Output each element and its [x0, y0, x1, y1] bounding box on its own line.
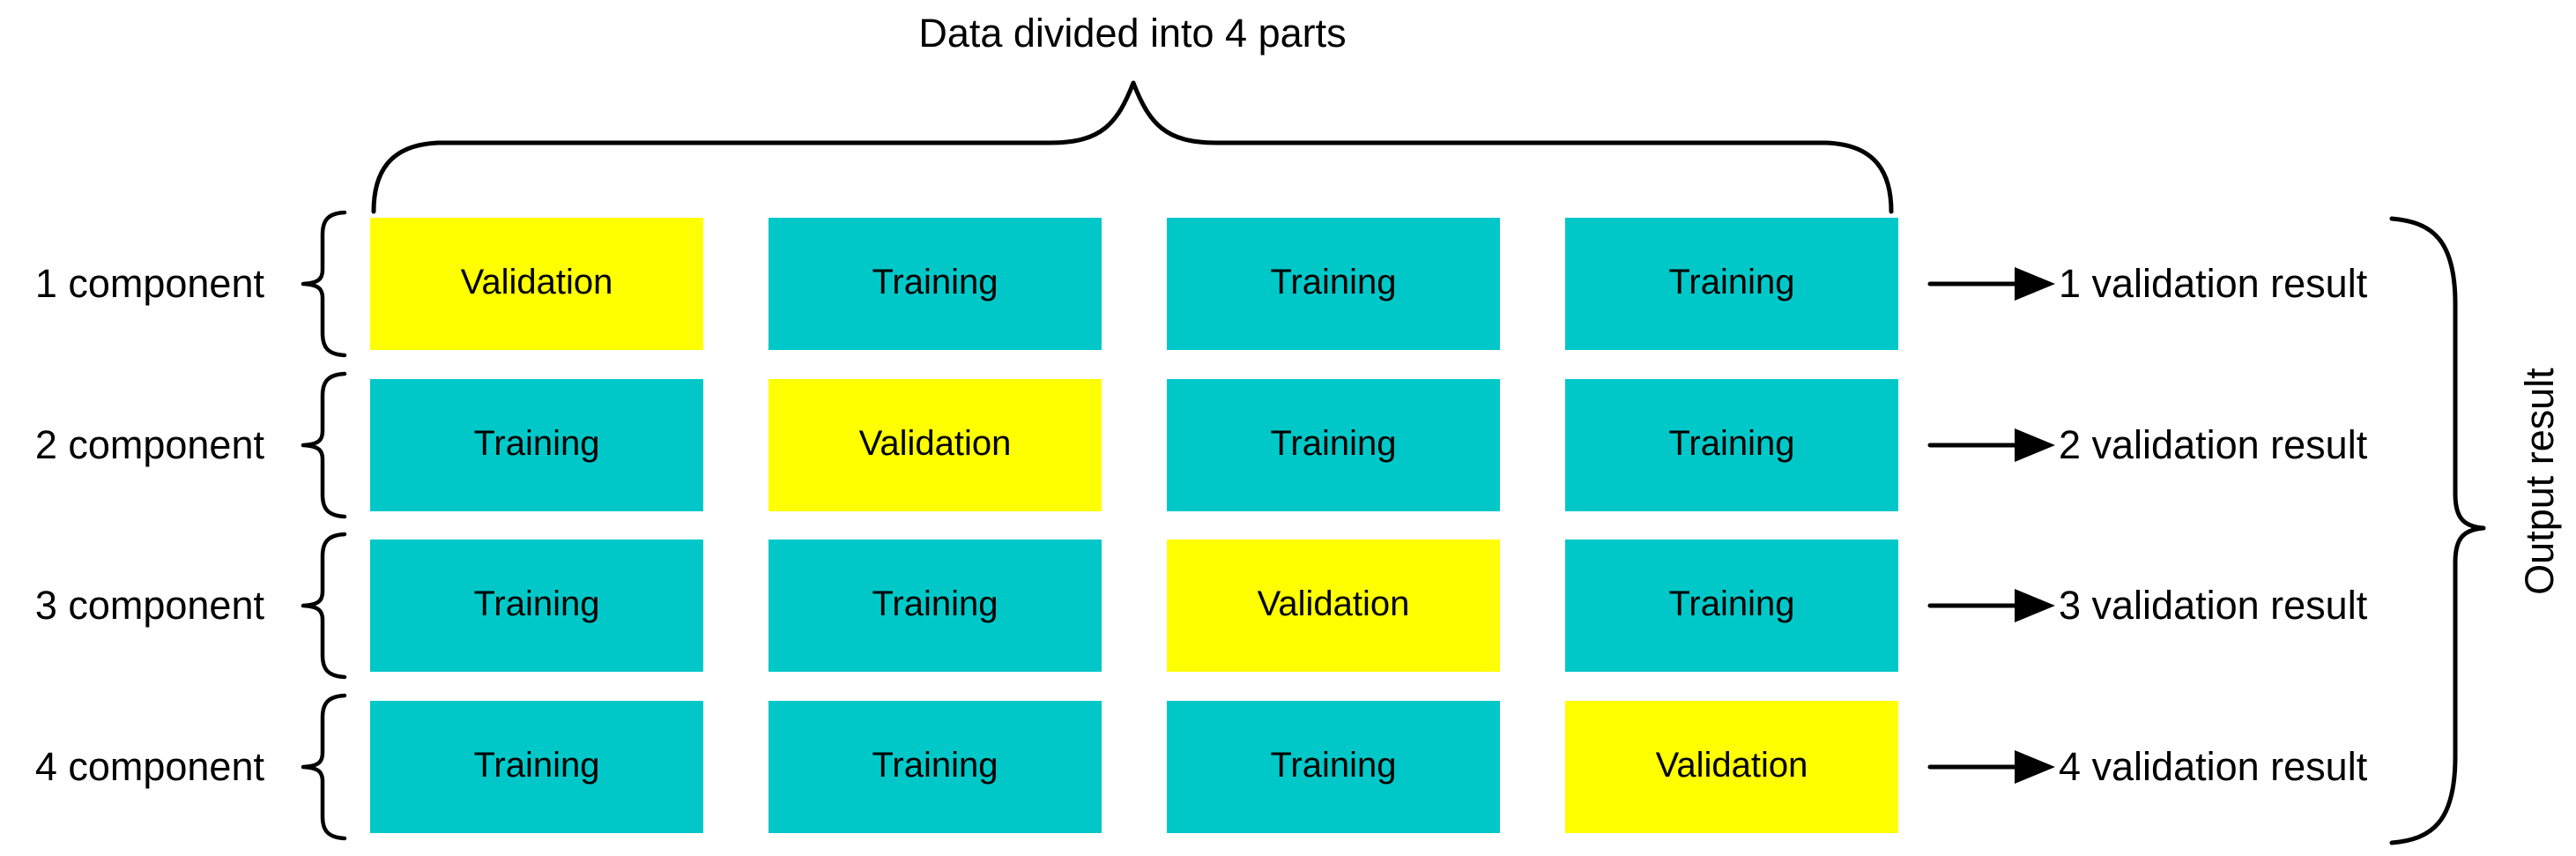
- component-label: 4 component: [34, 744, 264, 789]
- result-label: 4 validation result: [2059, 744, 2368, 789]
- grid-cell: Validation: [768, 379, 1102, 511]
- result-label: 3 validation result: [2059, 583, 2368, 628]
- grid-cell: Training: [768, 218, 1102, 350]
- output-result-label: Output result: [2517, 368, 2562, 595]
- output-brace: [2389, 216, 2486, 845]
- grid-cell: Validation: [1167, 540, 1500, 672]
- grid-cell: Training: [1167, 379, 1500, 511]
- component-label: 2 component: [34, 422, 264, 467]
- arrow-icon: [1927, 428, 2055, 462]
- grid-cell: Training: [1167, 218, 1500, 350]
- component-label: 1 component: [34, 261, 264, 306]
- grid-cell: Training: [1167, 701, 1500, 833]
- top-brace: [371, 80, 1894, 214]
- row-brace: [301, 532, 347, 680]
- arrow-icon: [1927, 267, 2055, 301]
- grid-cell: Training: [370, 379, 703, 511]
- arrow-icon: [1927, 589, 2055, 622]
- grid-cell: Training: [768, 540, 1102, 672]
- result-label: 2 validation result: [2059, 422, 2368, 467]
- component-label: 3 component: [34, 583, 264, 628]
- grid-cell: Training: [370, 540, 703, 672]
- row-brace: [301, 210, 347, 358]
- grid-cell: Training: [1565, 379, 1898, 511]
- grid-cell: Training: [370, 701, 703, 833]
- grid-cell: Training: [768, 701, 1102, 833]
- grid-cell: Validation: [1565, 701, 1898, 833]
- grid-cell: Training: [1565, 540, 1898, 672]
- grid-cell: Validation: [370, 218, 703, 350]
- diagram-title: Data divided into 4 parts: [918, 11, 1347, 56]
- grid-cell: Training: [1565, 218, 1898, 350]
- result-label: 1 validation result: [2059, 261, 2368, 306]
- row-brace: [301, 371, 347, 519]
- arrow-icon: [1927, 750, 2055, 784]
- row-brace: [301, 693, 347, 841]
